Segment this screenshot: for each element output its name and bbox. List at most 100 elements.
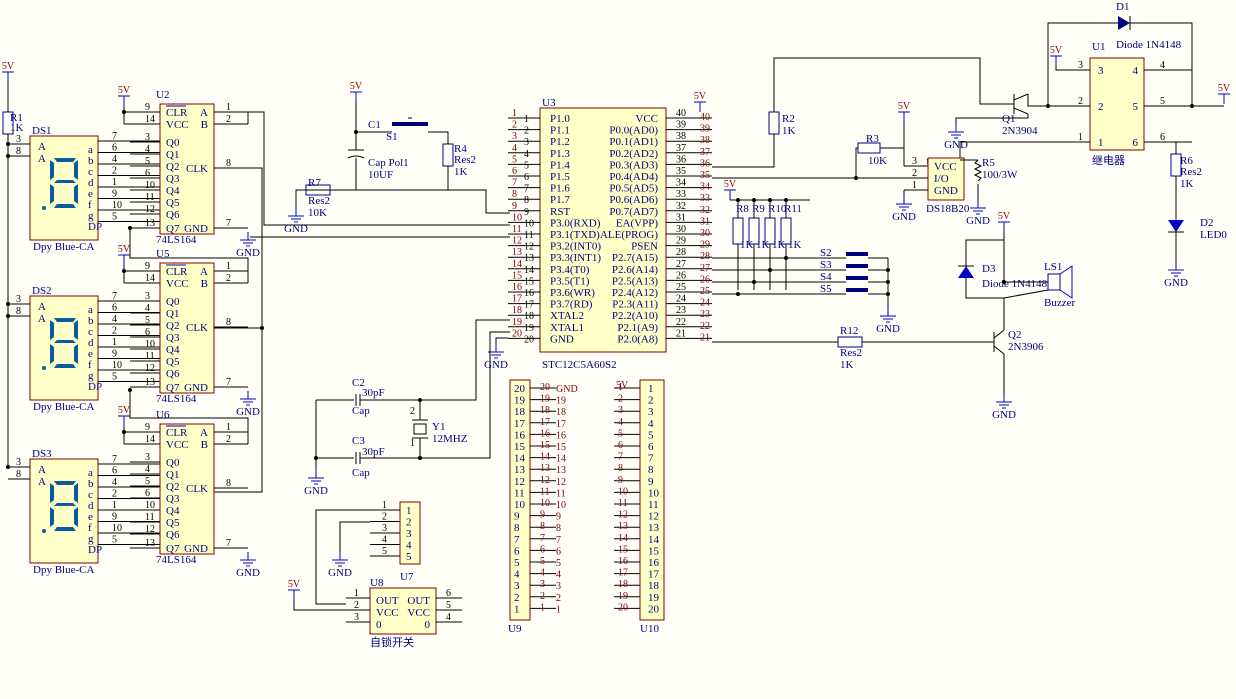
- pin-num: 6: [446, 588, 451, 599]
- segment-dp: [42, 366, 46, 370]
- pin-num: 10: [112, 200, 122, 211]
- pin-num: 9: [540, 510, 545, 521]
- segment-d: [54, 527, 76, 531]
- c2-val: 30pF: [362, 387, 385, 399]
- pin-num: 7: [226, 538, 231, 549]
- y1-val: 12MHZ: [432, 433, 468, 445]
- pin-num: 38: [700, 135, 710, 146]
- disp-seg-label: DP: [88, 544, 102, 556]
- pin-num: 21: [676, 328, 686, 339]
- r5-val: 100/3W: [982, 169, 1018, 181]
- junction-dot: [6, 142, 10, 146]
- u10-pin: 10: [648, 487, 660, 499]
- relay-name: 继电器: [1092, 154, 1125, 167]
- mcu-pin-label: P0.2(AD2): [609, 148, 658, 160]
- junction-dot: [6, 465, 10, 469]
- r12-val: Res2: [840, 347, 862, 359]
- pin-num: 1: [354, 588, 359, 599]
- pin-num: 8: [16, 146, 21, 157]
- pin-num: 9: [145, 102, 150, 113]
- header-u9: [509, 379, 531, 621]
- pin-num: 13: [618, 521, 628, 532]
- u9-pin: 12: [514, 476, 525, 488]
- pin-num: 2: [912, 168, 917, 179]
- sr-pin-label: Q5: [166, 517, 180, 529]
- pin-num: 9: [112, 512, 117, 523]
- pin-num: 34: [700, 182, 710, 193]
- pin-num: 39: [700, 124, 710, 135]
- junction-dot: [768, 198, 772, 202]
- pin-num: 34: [676, 178, 686, 189]
- pin-num: 7: [226, 377, 231, 388]
- wire: [248, 111, 510, 226]
- u10-pin: 16: [648, 557, 660, 569]
- resistor-r7: [305, 184, 331, 196]
- pin-num: 6: [145, 327, 150, 338]
- wire: [1003, 240, 1048, 283]
- sr-pin-label: Q1: [166, 308, 179, 320]
- d1-ref: D1: [1116, 1, 1129, 13]
- r5-ref: R5: [982, 157, 995, 169]
- sr-pin-label: Q4: [166, 185, 180, 197]
- key-switch: [846, 264, 868, 268]
- power-5v-label: 5V: [724, 179, 737, 190]
- sr-pin-label: Q1: [166, 149, 179, 161]
- disp-pin-label: A: [38, 464, 46, 476]
- pin-num: 28: [700, 251, 710, 262]
- segment-f: [50, 320, 54, 340]
- u10-pin: 15: [648, 545, 660, 557]
- mcu-pin-label: P2.6(A14): [612, 264, 658, 276]
- pin-num: 29: [700, 240, 710, 251]
- junction-dot: [784, 198, 788, 202]
- pin-num: 3: [512, 131, 517, 142]
- segment-c: [74, 184, 78, 204]
- wire: [129, 390, 249, 432]
- pin-num: 7: [512, 178, 517, 189]
- pin-num: 8: [16, 469, 21, 480]
- r7-val: Res2: [308, 195, 330, 207]
- pin-num: 33: [676, 189, 686, 200]
- pin-num: 2: [540, 591, 545, 602]
- pin-num: 10: [112, 360, 122, 371]
- pin-num: 14: [145, 114, 155, 125]
- pin-num: 19: [540, 394, 550, 405]
- disp-seg-label: b: [88, 155, 94, 167]
- pin-num: 23: [700, 309, 710, 320]
- display-name: Dpy Blue-CA: [33, 564, 94, 576]
- pin-num: 5: [112, 535, 117, 546]
- mcu-pin-label: P2.0(A8): [617, 333, 658, 345]
- pin-num: 6: [145, 488, 150, 499]
- pin-num: 5: [446, 600, 451, 611]
- u10-pin: 18: [648, 580, 660, 592]
- pin-num: 1: [226, 422, 231, 433]
- sr-pin-label: Q2: [166, 161, 179, 173]
- r2-ref: R2: [782, 113, 795, 125]
- pin-num: 17: [524, 300, 534, 311]
- pin-num: 31: [676, 212, 686, 223]
- mcu-pin-label: P1.3: [550, 148, 570, 160]
- mcu-pin-label: VCC: [635, 113, 658, 125]
- pin-num: 4: [382, 535, 387, 546]
- pin-num: 30: [676, 224, 686, 235]
- pin-num: 17: [618, 568, 628, 579]
- pin-num: 12: [512, 236, 522, 247]
- wire: [315, 509, 370, 605]
- segment-e: [50, 344, 54, 364]
- resistor-r12: [837, 336, 863, 348]
- u8-ref: U8: [370, 577, 384, 589]
- pin-num: 1: [226, 261, 231, 272]
- pin-num: 11: [145, 512, 155, 523]
- key-res-ref: R8: [736, 203, 749, 215]
- wire: [1027, 94, 1064, 107]
- pin-num: 2: [512, 120, 517, 131]
- r4-val2: 1K: [454, 166, 468, 178]
- gnd-label: GND: [992, 409, 1016, 421]
- pin-num: 1: [112, 337, 117, 348]
- pin-num: 11: [524, 230, 534, 241]
- pin-num: 6: [1160, 132, 1165, 143]
- sr-ref: U5: [156, 248, 170, 260]
- u7-pin: 5: [406, 551, 412, 563]
- pin-num: 5: [1160, 96, 1165, 107]
- pin-num: 6: [112, 303, 117, 314]
- pin-num: 26: [700, 274, 710, 285]
